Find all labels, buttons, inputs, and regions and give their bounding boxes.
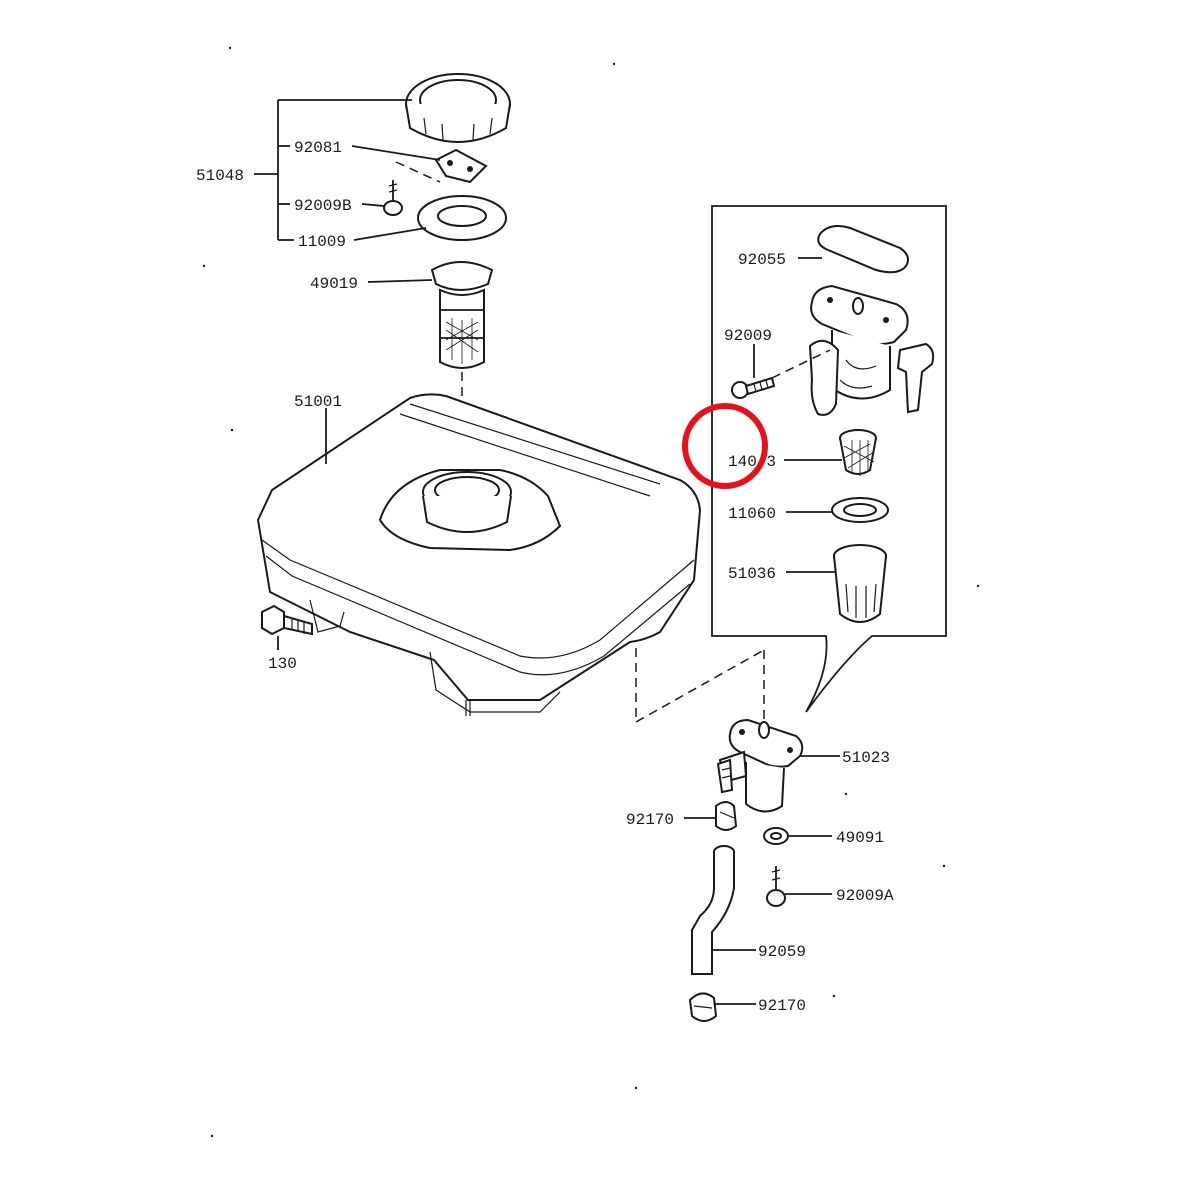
label-92009a: 92009A: [836, 887, 894, 905]
hose-clamp-lower: [688, 992, 718, 1022]
label-51001: 51001: [294, 393, 342, 411]
fuel-cock-filter-screen: [839, 429, 877, 476]
label-51023: 51023: [842, 749, 890, 767]
tank-bolt: [261, 604, 313, 636]
label-92170-lower: 92170: [758, 997, 806, 1015]
label-11060: 11060: [728, 505, 776, 523]
bowl-washer: [763, 827, 789, 845]
label-49091: 49091: [836, 829, 884, 847]
fuel-cock-o-ring: [831, 497, 889, 523]
fuel-cock-sediment-cup: [833, 544, 887, 623]
fuel-cap-ring: [405, 73, 511, 143]
label-140x3: 140 3: [728, 453, 776, 471]
fuel-cock-screw: [731, 376, 776, 399]
label-92081: 92081: [294, 139, 342, 157]
fuel-hose: [691, 845, 735, 975]
label-11009: 11009: [298, 233, 346, 251]
fuel-cock-gasket-oval: [817, 225, 909, 274]
label-92055: 92055: [738, 251, 786, 269]
cap-screw: [383, 180, 403, 216]
label-92170-upper: 92170: [626, 811, 674, 829]
fuel-cock-assembly: [716, 718, 804, 813]
scan-specks: [202, 46, 980, 1138]
label-92059: 92059: [758, 943, 806, 961]
hose-clamp-upper: [715, 801, 738, 831]
label-92009b: 92009B: [294, 197, 352, 215]
label-92009: 92009: [724, 327, 772, 345]
label-49019: 49019: [310, 275, 358, 293]
fuel-cock-detail-box: [711, 205, 947, 713]
highlight-circle: [682, 403, 768, 489]
label-130: 130: [268, 655, 297, 673]
label-51036: 51036: [728, 565, 776, 583]
leader-lines: [254, 99, 842, 1005]
fuel-tank: [256, 393, 702, 716]
cap-gasket: [417, 195, 507, 241]
label-51048: 51048: [196, 167, 244, 185]
bottom-screw: [766, 866, 786, 907]
fuel-strainer: [430, 261, 494, 369]
cap-vent-plate: [434, 148, 488, 184]
fuel-cock-valve: [808, 284, 935, 416]
